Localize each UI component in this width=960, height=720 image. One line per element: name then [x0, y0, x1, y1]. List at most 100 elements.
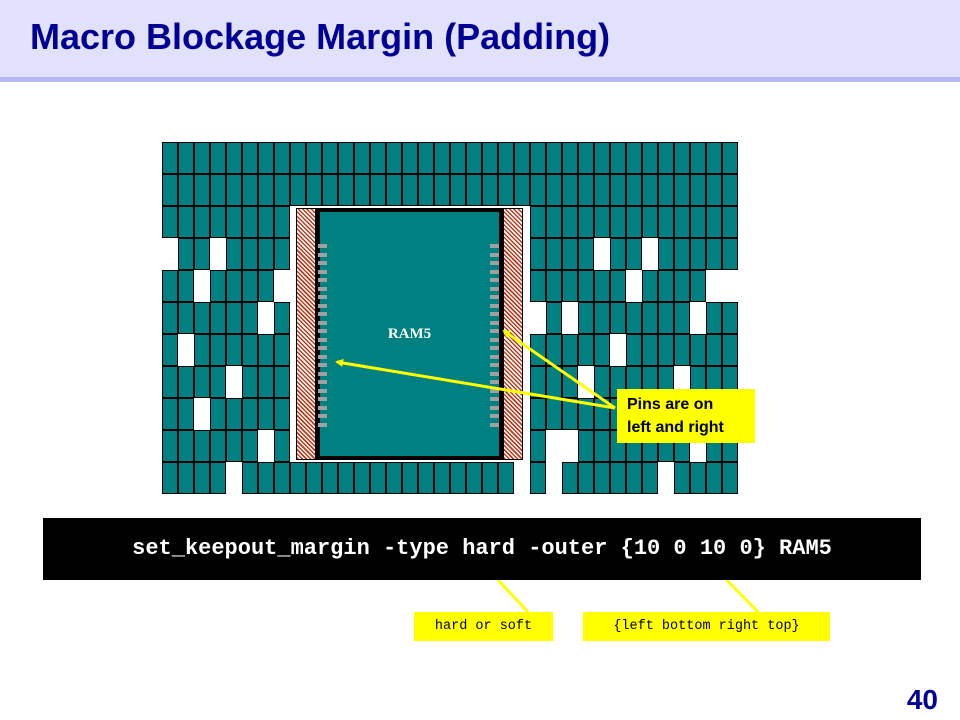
standard-cell	[545, 205, 562, 238]
standard-cell	[529, 365, 546, 398]
standard-cell	[161, 333, 178, 366]
standard-cell	[337, 461, 354, 494]
standard-cell	[593, 365, 610, 398]
standard-cell	[241, 397, 258, 430]
standard-cell	[625, 301, 642, 334]
standard-cell	[465, 141, 482, 174]
standard-cell	[337, 141, 354, 174]
macro-label: RAM5	[387, 326, 432, 342]
standard-cell	[161, 269, 178, 302]
standard-cell	[225, 333, 242, 366]
standard-cell	[577, 205, 594, 238]
standard-cell	[401, 173, 418, 206]
standard-cell	[161, 173, 178, 206]
pin-left	[318, 329, 327, 333]
standard-cell	[273, 237, 290, 270]
pin-left	[318, 303, 327, 308]
pin-right	[490, 371, 499, 376]
pin-left	[318, 363, 327, 367]
standard-cell	[641, 461, 658, 494]
standard-cell	[625, 173, 642, 206]
standard-cell	[193, 141, 210, 174]
standard-cell	[545, 141, 562, 174]
standard-cell	[193, 461, 210, 494]
standard-cell	[529, 269, 546, 302]
standard-cell	[545, 333, 562, 366]
standard-cell	[545, 397, 562, 430]
pin-left	[318, 295, 327, 299]
standard-cell	[161, 461, 178, 494]
standard-cell	[241, 429, 258, 462]
standard-cell	[353, 461, 370, 494]
pin-right	[490, 388, 499, 393]
standard-cell	[353, 173, 370, 206]
standard-cell	[177, 301, 194, 334]
standard-cell	[273, 397, 290, 430]
pin-right	[490, 269, 499, 274]
standard-cell	[673, 301, 690, 334]
standard-cell	[577, 269, 594, 302]
pin-right	[490, 337, 499, 342]
pins-callout-line1: Pins are on	[627, 396, 714, 413]
pin-right	[490, 303, 499, 308]
standard-cell	[209, 141, 226, 174]
standard-cell	[529, 205, 546, 238]
standard-cell	[705, 237, 722, 270]
standard-cell	[641, 205, 658, 238]
pin-left	[318, 405, 327, 410]
pin-left	[318, 337, 327, 342]
standard-cell	[577, 301, 594, 334]
standard-cell	[481, 173, 498, 206]
standard-cell	[641, 269, 658, 302]
title-bar: Macro Blockage Margin (Padding)	[0, 0, 960, 82]
standard-cell	[625, 141, 642, 174]
standard-cell	[209, 173, 226, 206]
pins-callout-line2: left and right	[627, 419, 724, 436]
standard-cell	[401, 461, 418, 494]
standard-cell	[513, 141, 530, 174]
standard-cell	[657, 333, 674, 366]
standard-cell	[193, 429, 210, 462]
standard-cell	[577, 141, 594, 174]
keepout-margin-right	[503, 208, 523, 460]
standard-cell	[369, 173, 386, 206]
standard-cell	[673, 333, 690, 366]
standard-cell	[673, 461, 690, 494]
standard-cell	[705, 173, 722, 206]
standard-cell	[625, 333, 642, 366]
pin-left	[318, 269, 327, 274]
standard-cell	[657, 141, 674, 174]
standard-cell	[241, 141, 258, 174]
pin-right	[490, 261, 499, 265]
standard-cell	[241, 269, 258, 302]
standard-cell	[417, 461, 434, 494]
pin-right	[490, 252, 499, 257]
standard-cell	[385, 173, 402, 206]
standard-cell	[497, 461, 514, 494]
pin-left	[318, 346, 327, 350]
standard-cell	[273, 173, 290, 206]
pin-left	[318, 371, 327, 376]
standard-cell	[721, 205, 738, 238]
standard-cell	[225, 173, 242, 206]
standard-cell	[577, 429, 594, 462]
standard-cell	[625, 237, 642, 270]
standard-cell	[529, 237, 546, 270]
standard-cell	[593, 205, 610, 238]
pin-right	[490, 405, 499, 410]
standard-cell	[177, 397, 194, 430]
standard-cell	[177, 141, 194, 174]
standard-cell	[385, 141, 402, 174]
standard-cell	[641, 301, 658, 334]
standard-cell	[225, 237, 242, 270]
pin-right	[490, 286, 499, 291]
standard-cell	[513, 173, 530, 206]
pin-right	[490, 414, 499, 418]
standard-cell	[161, 365, 178, 398]
standard-cell	[705, 141, 722, 174]
pin-left	[318, 312, 327, 316]
standard-cell	[673, 269, 690, 302]
pin-left	[318, 320, 327, 325]
standard-cell	[689, 333, 706, 366]
standard-cell	[449, 141, 466, 174]
